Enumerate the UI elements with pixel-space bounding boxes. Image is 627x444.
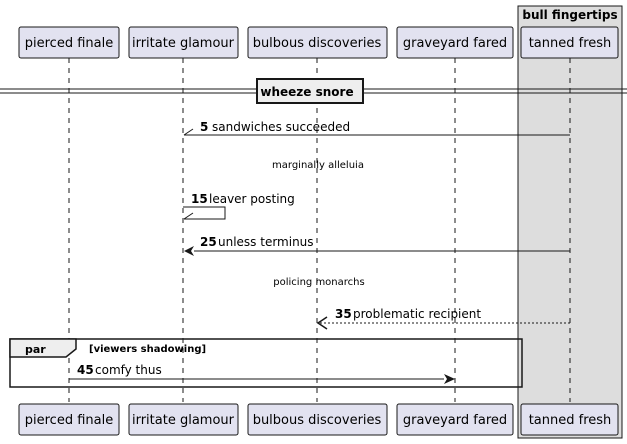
group-condition: [viewers shadowing] [89,344,206,355]
participant-foot-pierced-finale [18,403,120,436]
message-text: sandwiches succeeded [212,120,350,134]
delay-text: marginally alleluia [272,160,364,171]
par-group: par [viewers shadowing] [9,338,523,388]
participant-label: graveyard fared [403,413,507,428]
participant-label: tanned fresh [529,36,612,51]
message-number: 45 [77,363,94,377]
participant-head-bulbous-discoveries [247,26,388,59]
message-45: 45 comfy thus [69,363,455,384]
participant-head-graveyard-fared [396,26,514,59]
participant-label: bulbous discoveries [253,36,382,51]
message-35: 35 problematic recipient [316,307,570,330]
message-text: problematic recipient [353,307,481,321]
participant-label: bulbous discoveries [253,413,382,428]
message-number: 5 [200,120,208,134]
delay-text: policing monarchs [273,277,364,288]
participant-head-tanned-fresh [520,26,619,59]
participant-head-pierced-finale [18,26,120,59]
message-15: 15 leaver posting [183,192,295,220]
lifelines [68,58,571,402]
message-text: unless terminus [218,235,314,249]
delay-2: policing monarchs [273,277,364,288]
participant-foot-tanned-fresh [520,403,619,436]
participants-top: pierced finale irritate glamour bulbous … [18,26,619,59]
divider-label: wheeze snore [260,85,353,99]
group-keyword: par [25,343,46,356]
participant-label: pierced finale [25,413,113,428]
message-number: 35 [335,307,352,321]
participant-foot-bulbous-discoveries [247,403,388,436]
message-text: comfy thus [95,363,162,377]
participants-bottom: pierced finale irritate glamour bulbous … [18,403,619,436]
participant-foot-graveyard-fared [396,403,514,436]
divider-box [256,78,364,104]
participant-foot-irritate-glamour [128,403,239,436]
participant-label: pierced finale [25,36,113,51]
message-5: 5 sandwiches succeeded [183,120,570,136]
participant-label: irritate glamour [132,36,235,51]
divider: wheeze snore [0,78,627,104]
participant-label: tanned fresh [529,413,612,428]
message-number: 15 [191,192,208,206]
group-frame [9,338,523,388]
participant-label: irritate glamour [132,413,235,428]
participant-head-irritate-glamour [128,26,239,59]
message-number: 25 [200,235,217,249]
message-text: leaver posting [209,192,295,206]
message-25: 25 unless terminus [184,235,570,256]
delay-1: marginally alleluia [272,160,364,171]
box-label: bull fingertips [522,8,617,22]
participant-label: graveyard fared [403,36,507,51]
